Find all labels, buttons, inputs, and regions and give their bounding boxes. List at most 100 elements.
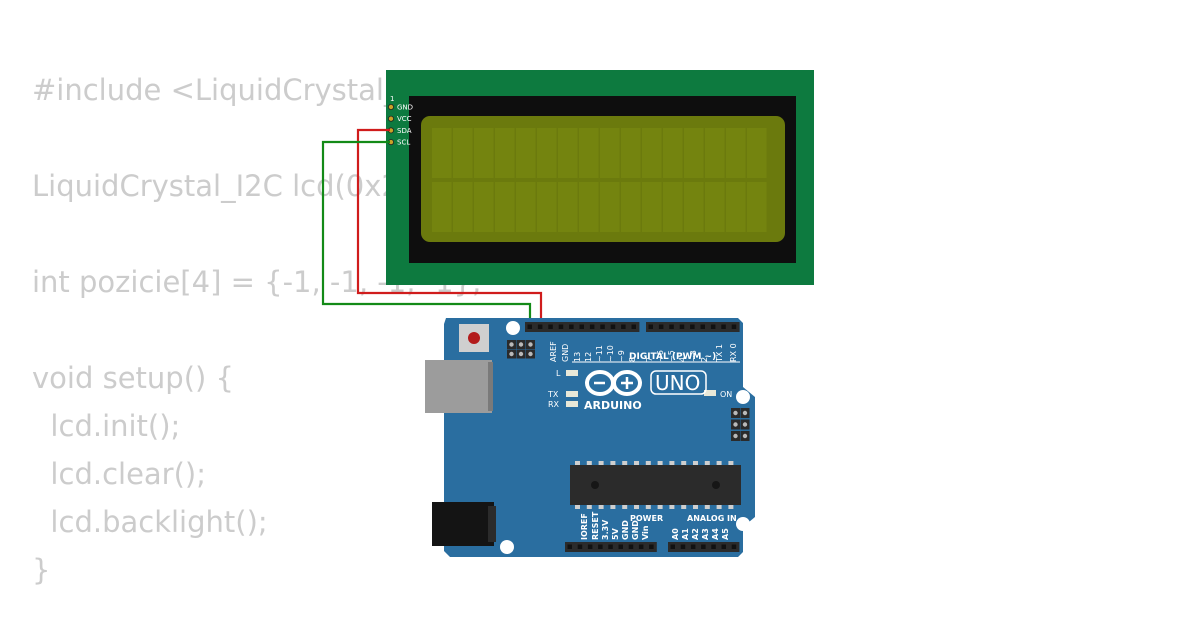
header-pin[interactable] [548, 324, 553, 330]
header-pin[interactable] [569, 324, 574, 330]
header-pin[interactable] [711, 544, 716, 550]
power-pin-label: 5V [611, 527, 620, 540]
lcd-char-cell [747, 182, 767, 232]
arduino-logo-icon [585, 370, 642, 396]
lcd-pin[interactable] [387, 104, 394, 111]
mounting-hole [506, 321, 520, 335]
power-pin-label: GND [631, 520, 640, 540]
code-line: void setup() { [32, 361, 234, 395]
header-pin[interactable] [690, 544, 696, 550]
digital-pin-label: ~9 [617, 350, 626, 362]
analog-pin-label: A5 [721, 528, 730, 540]
led-on [704, 390, 716, 396]
led-tx [566, 391, 578, 397]
led-on-label: ON [720, 390, 732, 399]
led-tx-label: TX [547, 390, 559, 399]
header-pin[interactable] [710, 324, 716, 330]
lcd-char-cell [705, 128, 725, 178]
mounting-hole [736, 517, 750, 531]
lcd-char-cell [684, 182, 704, 232]
header-pin[interactable] [731, 544, 737, 550]
lcd-char-cell [495, 182, 515, 232]
mounting-hole [736, 390, 750, 404]
digital-pin-label: RX 0 [729, 343, 738, 362]
header-pin[interactable] [658, 324, 664, 330]
digital-pin-label: ~6 [656, 350, 665, 362]
lcd-pin-label: VCC [397, 115, 412, 123]
header-pin[interactable] [701, 544, 706, 550]
digital-pin-label: TX 1 [715, 344, 724, 363]
header-pin[interactable] [669, 324, 674, 330]
header-pin[interactable] [700, 324, 706, 330]
power-jack [432, 502, 494, 546]
lcd-char-cell [558, 128, 578, 178]
digital-pin-label: 4 [678, 357, 687, 362]
header-pin[interactable] [587, 544, 593, 550]
lcd-cell-grid [432, 128, 767, 232]
header-pin[interactable] [577, 544, 583, 550]
header-pin[interactable] [618, 544, 624, 550]
lcd-char-cell [642, 182, 662, 232]
mounting-hole [500, 540, 514, 554]
digital-pin-label: 7 [645, 357, 654, 362]
analog-pin-label: A1 [681, 528, 690, 540]
digital-pin-label: 13 [573, 352, 582, 362]
digital-pin-label: AREF [549, 341, 558, 362]
lcd-char-cell [726, 182, 746, 232]
lcd-char-cell [432, 128, 452, 178]
header-pin[interactable] [690, 324, 695, 330]
header-pin[interactable] [527, 324, 533, 330]
lcd-char-cell [474, 128, 494, 178]
digital-pin-label: 8 [628, 357, 637, 362]
analog-pin-label: A0 [671, 528, 680, 540]
analog-pin-label: A2 [691, 528, 700, 540]
header-pin[interactable] [638, 544, 644, 550]
lcd-char-cell [642, 128, 662, 178]
header-pin[interactable] [648, 324, 654, 330]
header-pin[interactable] [679, 324, 685, 330]
header-pin[interactable] [589, 324, 595, 330]
lcd-char-cell [516, 128, 536, 178]
header-pin[interactable] [731, 324, 737, 330]
header-pin[interactable] [649, 544, 654, 550]
header-pin[interactable] [558, 324, 564, 330]
power-pin-label: 3.3V [601, 519, 610, 540]
power-label: POWER [630, 514, 663, 523]
lcd-pin[interactable] [387, 115, 394, 122]
header-pin[interactable] [621, 324, 626, 330]
lcd-char-cell [579, 182, 599, 232]
header-pin[interactable] [721, 544, 727, 550]
header-pin[interactable] [598, 544, 603, 550]
code-line: lcd.init(); [32, 409, 181, 443]
lcd-pin-label: GND [397, 104, 413, 112]
header-pin[interactable] [680, 544, 686, 550]
analog-label: ANALOG IN [687, 514, 737, 523]
header-pin[interactable] [567, 544, 573, 550]
lcd-char-cell [726, 128, 746, 178]
digital-pin-label: ~5 [667, 350, 676, 362]
wire-sda[interactable] [356, 128, 543, 326]
lcd-char-cell [663, 128, 683, 178]
lcd-char-cell [747, 128, 767, 178]
lcd-pin-number: 1 [390, 95, 394, 103]
led-l-label: L [556, 369, 561, 378]
header-pin[interactable] [631, 324, 637, 330]
header-pin[interactable] [608, 544, 613, 550]
power-pin-label: Vin [641, 525, 650, 540]
lcd-pin-label: SCL [397, 139, 410, 147]
led-rx-label: RX [548, 400, 560, 409]
wire-scl[interactable] [321, 140, 532, 326]
header-pin[interactable] [721, 324, 726, 330]
header-pin[interactable] [537, 324, 543, 330]
power-pin-label: GND [621, 520, 630, 540]
header-pin[interactable] [579, 324, 585, 330]
icsp-header [507, 340, 535, 359]
header-pin[interactable] [628, 544, 634, 550]
header-pin[interactable] [670, 544, 676, 550]
header-pin[interactable] [610, 324, 616, 330]
header-pin[interactable] [600, 324, 605, 330]
